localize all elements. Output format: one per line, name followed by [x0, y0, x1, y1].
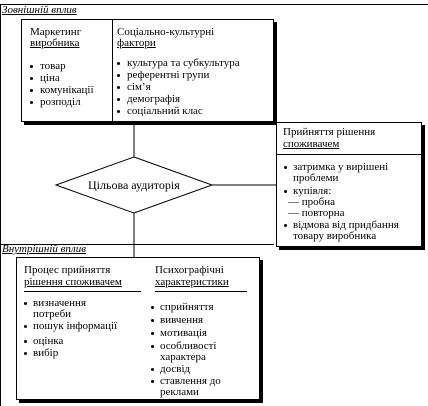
bullet-icon [284, 224, 287, 227]
decision-item-purchase: купівля: [293, 185, 332, 197]
bullet-icon [24, 352, 27, 355]
process-item-need-line1: визначення [33, 297, 87, 309]
psycho-item-experience: досвід [160, 363, 191, 375]
process-item-evaluation: оцінка [33, 335, 64, 347]
process-title-line1: Процес прийняття [24, 264, 111, 276]
psycho-item-perception: сприйняття [160, 301, 214, 313]
decision-item-refusal-line1: відмова від придбання [293, 219, 399, 231]
bullet-icon [284, 190, 287, 193]
marketing-title-line1: Маркетинг [30, 26, 82, 38]
process-item-need-line2: потреби [33, 308, 72, 320]
bullet-icon [117, 110, 120, 113]
bullet-icon [24, 302, 27, 305]
bullet-icon [117, 98, 120, 101]
bullet-icon [151, 306, 154, 309]
decision-sub-trial: — пробна [288, 196, 336, 208]
list-item: демографія [117, 94, 240, 106]
list-item: соціальний клас [117, 106, 240, 118]
decision-item-refusal-line2: товару виробника [293, 230, 377, 242]
sociocultural-title-line2: фактори [117, 37, 156, 49]
bullet-icon [151, 332, 154, 335]
external-box-divider [112, 19, 113, 122]
top-separator-line [0, 4, 428, 5]
bullet-icon [151, 319, 154, 322]
external-factors-box [21, 19, 274, 122]
list-item: культура та субкультура [117, 58, 240, 70]
bullet-icon [117, 86, 120, 89]
list-item: розподіл [30, 97, 94, 109]
process-title-rule [24, 291, 141, 292]
psycho-item-learning: вивчення [160, 314, 204, 326]
decision-box-shadow-right [422, 125, 425, 250]
decision-title-rule [276, 154, 422, 155]
external-box-shadow-right [274, 22, 277, 125]
decision-title-line2: споживачем [283, 138, 340, 150]
sociocultural-list: культура та субкультура референтні групи… [117, 58, 240, 118]
decision-box [276, 122, 422, 247]
bullet-icon [117, 74, 120, 77]
target-audience-label: Цільова аудиторія [88, 178, 180, 192]
bullet-icon [30, 89, 33, 92]
marketing-title-line2: виробника [30, 37, 80, 49]
middle-separator-line [0, 244, 274, 245]
psycho-item-character-line2: характера [160, 351, 206, 363]
list-item: сім’я [117, 82, 240, 94]
decision-sub-repeat: — повторна [288, 207, 345, 219]
process-title-line2: рішення споживачем [24, 276, 122, 288]
internal-influence-title: Внутрішній вплив [2, 243, 86, 255]
bullet-icon [24, 340, 27, 343]
list-item: референтні групи [117, 70, 240, 82]
psycho-title-line2: характеристики [155, 276, 229, 288]
decision-item-delay-line2: проблеми [293, 172, 339, 184]
list-item: комунікації [30, 85, 94, 97]
psycho-item-attitude-line2: реклами [160, 386, 199, 398]
bullet-icon [151, 368, 154, 371]
marketing-list: товар ціна комунікації розподіл [30, 61, 94, 109]
internal-box-shadow-right [260, 260, 263, 403]
internal-factors-box [16, 257, 260, 400]
bullet-icon [117, 62, 120, 65]
bullet-icon [284, 166, 287, 169]
psycho-title-line1: Психографічні [155, 264, 224, 276]
psycho-item-attitude-line1: ставлення до [160, 375, 221, 387]
bullet-icon [30, 101, 33, 104]
outer-left-border [0, 4, 1, 406]
bullet-icon [30, 77, 33, 80]
bullet-icon [30, 65, 33, 68]
bullet-icon [151, 345, 154, 348]
decision-box-shadow-bottom [279, 247, 425, 250]
external-influence-title: Зовнішній вплив [2, 4, 77, 16]
process-item-search: пошук інформації [33, 320, 118, 332]
decision-title-line1: Прийняття рішення [283, 126, 376, 138]
sociocultural-title-line1: Соціально-культурні [117, 26, 215, 38]
decision-item-delay-line1: затримка у вирішені [293, 161, 389, 173]
list-item: ціна [30, 73, 94, 85]
list-item: товар [30, 61, 94, 73]
psycho-title-rule [155, 291, 247, 292]
external-box-shadow-bottom [24, 122, 277, 125]
psycho-item-character-line1: особливості [160, 340, 217, 352]
internal-box-shadow-bottom [19, 400, 263, 403]
psycho-item-motivation: мотивація [160, 327, 207, 339]
process-item-choice: вибір [33, 347, 59, 359]
bullet-icon [24, 325, 27, 328]
bullet-icon [151, 380, 154, 383]
